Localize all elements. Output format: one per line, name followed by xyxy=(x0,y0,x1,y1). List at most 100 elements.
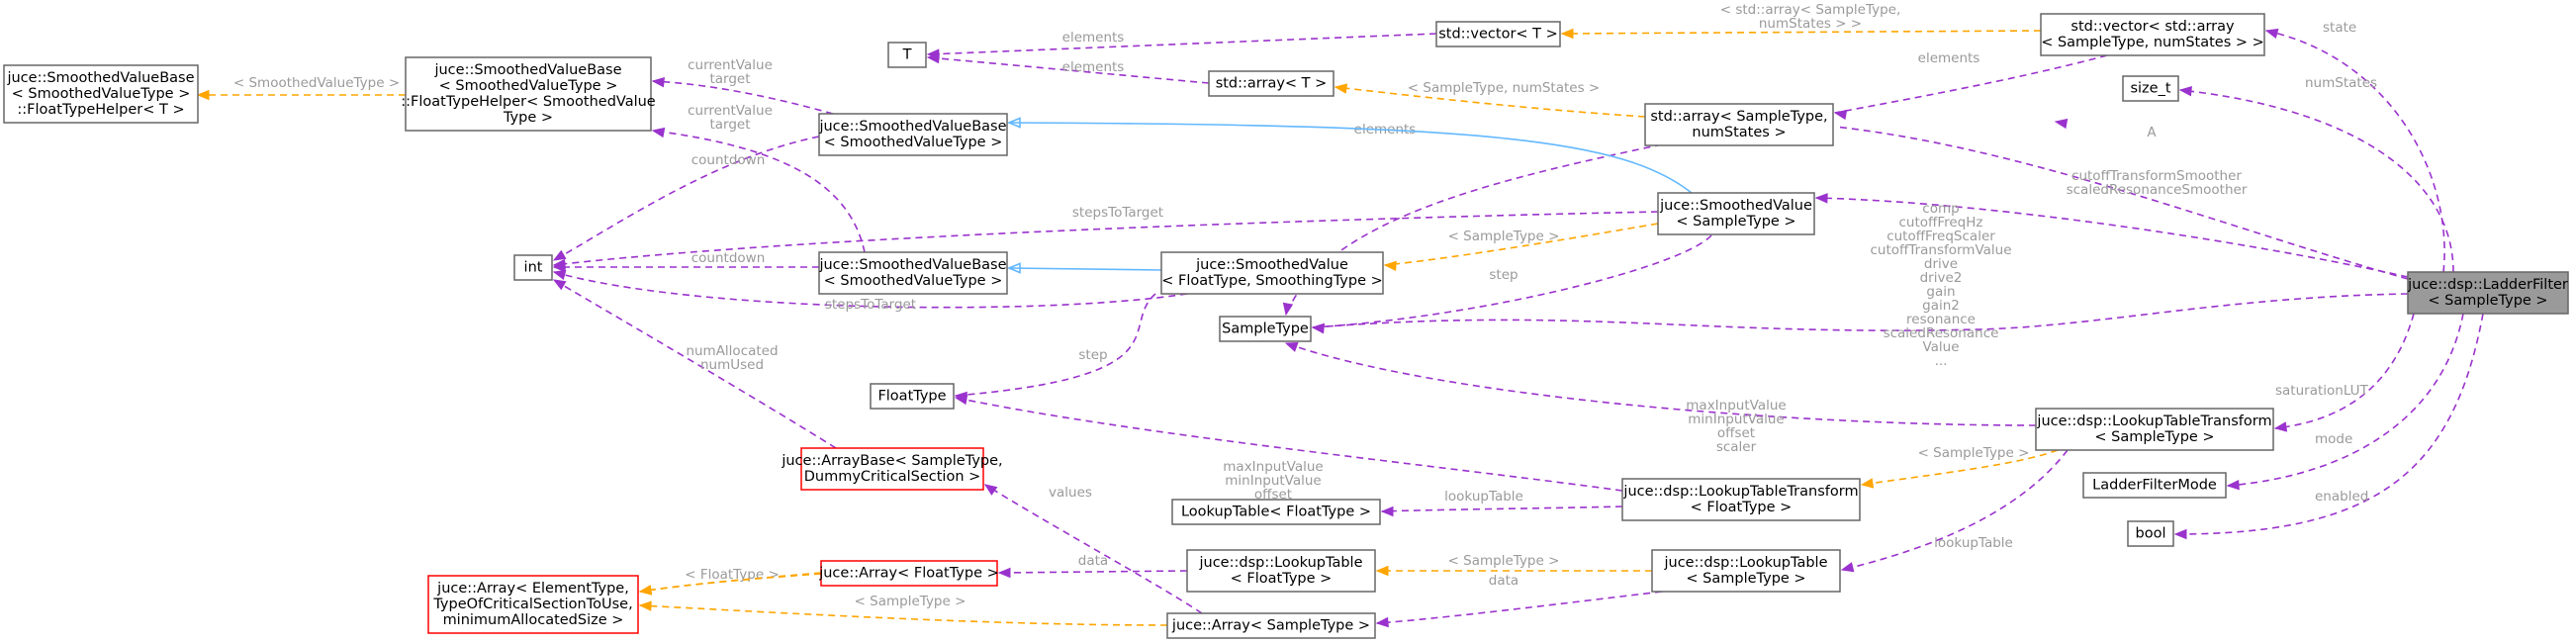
node-box xyxy=(1621,478,1861,521)
edge-label: step xyxy=(1489,267,1518,283)
class-node-laddermode[interactable]: LadderFilterMode xyxy=(2082,472,2227,499)
node-label: juce::dsp::LadderFilter< SampleType > xyxy=(2407,277,2568,309)
edge-line xyxy=(639,604,1168,626)
node-box xyxy=(820,560,998,587)
edge-e27: saturationLUT xyxy=(2273,313,2415,432)
class-node-smoothedfloattypehelper[interactable]: juce::SmoothedValueBase< SmoothedValueTy… xyxy=(3,64,199,124)
class-node-t[interactable]: T xyxy=(887,42,927,68)
edge-line xyxy=(1834,54,2108,114)
edge-e1: < SmoothedValueType > xyxy=(196,75,406,101)
class-node-dsplookupfloat[interactable]: juce::dsp::LookupTable< FloatType > xyxy=(1186,549,1376,593)
edge-label: state xyxy=(2323,20,2356,36)
node-label: std::vector< std::array< SampleType, num… xyxy=(2041,19,2264,50)
class-node-smoothedbase1[interactable]: juce::SmoothedValueBase< SmoothedValueTy… xyxy=(818,113,1008,156)
class-node-smoothedvaluesample[interactable]: juce::SmoothedValue< SampleType > xyxy=(1657,192,1815,235)
edge-e4: elements xyxy=(926,30,1437,59)
node-label: juce::Array< SampleType > xyxy=(1171,618,1370,634)
class-node-luttransformfloat[interactable]: juce::dsp::LookupTableTransform< FloatTy… xyxy=(1621,478,1861,521)
arrow-head-icon xyxy=(651,76,665,88)
class-node-arraysampletype[interactable]: juce::Array< SampleType > xyxy=(1166,612,1376,639)
class-node-arraysample[interactable]: std::array< SampleType,numStates > xyxy=(1644,103,1834,146)
arrow-head-icon xyxy=(2173,528,2187,540)
node-box xyxy=(2040,13,2265,56)
edge-line xyxy=(1008,267,1162,271)
edge-e30: lookupTable xyxy=(1380,489,1623,517)
arrow-head-icon xyxy=(983,484,998,496)
class-node-vectort[interactable]: std::vector< T > xyxy=(1435,21,1561,47)
class-node-arraybase[interactable]: juce::ArrayBase< SampleType,DummyCritica… xyxy=(781,447,1003,491)
node-label: std::array< SampleType,numStates > xyxy=(1650,109,1827,140)
node-label: juce::SmoothedValue< FloatType, Smoothin… xyxy=(1161,257,1383,289)
node-box xyxy=(1208,70,1334,97)
class-node-arrayelement[interactable]: juce::Array< ElementType,TypeOfCriticalS… xyxy=(427,575,639,634)
edge-line xyxy=(639,573,822,593)
edge-line xyxy=(2174,313,2484,535)
edge-e11: A xyxy=(1834,118,2409,280)
node-label: juce::SmoothedValueBase< SmoothedValueTy… xyxy=(818,119,1006,150)
node-label: FloatType xyxy=(877,389,946,405)
class-node-dsplookupsample[interactable]: juce::dsp::LookupTable< SampleType > xyxy=(1651,549,1841,593)
class-node-floattypehelperspec[interactable]: juce::SmoothedValueBase< SmoothedValueTy… xyxy=(401,56,656,132)
node-label: bool xyxy=(2136,526,2166,542)
class-node-arrayt[interactable]: std::array< T > xyxy=(1208,70,1334,97)
arrow-head-icon xyxy=(954,394,968,406)
class-node-luttransformsample[interactable]: juce::dsp::LookupTableTransform< SampleT… xyxy=(2035,408,2274,451)
edge-e9: state xyxy=(2264,20,2445,273)
edge-label: enabled xyxy=(2315,489,2368,505)
edge-e35: data xyxy=(997,553,1188,579)
edge-label: data xyxy=(1078,553,1108,569)
edge-line xyxy=(1834,126,2409,280)
edge-line xyxy=(1312,234,1712,328)
node-label: size_t xyxy=(2130,81,2170,97)
class-node-bool[interactable]: bool xyxy=(2127,520,2174,547)
arrow-head-icon xyxy=(1311,322,1325,334)
class-node-int[interactable]: int xyxy=(513,254,553,281)
edge-label: < SmoothedValueType > xyxy=(233,75,400,91)
edge-e5: elements xyxy=(926,52,1210,84)
edge-label: < SampleType > xyxy=(1918,445,2030,461)
class-node-smoothedbase2[interactable]: juce::SmoothedValueBase< SmoothedValueTy… xyxy=(818,251,1008,295)
node-box xyxy=(427,575,639,634)
class-node-lookuptablefloat[interactable]: LookupTable< FloatType > xyxy=(1171,499,1381,525)
arrow-head-icon xyxy=(1833,109,1848,121)
edge-line xyxy=(1008,122,1693,194)
node-box xyxy=(2035,408,2274,451)
arrow-head-icon xyxy=(1284,342,1299,352)
node-label: juce::dsp::LookupTable< SampleType > xyxy=(1663,555,1827,587)
class-node-sampletype[interactable]: SampleType xyxy=(1219,316,1312,342)
edge-label: < std::array< SampleType,numStates > > xyxy=(1720,2,1901,32)
edge-line xyxy=(2265,30,2445,273)
arrow-head-icon xyxy=(1840,562,1855,573)
node-box xyxy=(1651,549,1841,593)
node-box xyxy=(2082,472,2227,499)
class-node-arrayfloat[interactable]: juce::Array< FloatType > xyxy=(818,560,999,587)
arrow-head-icon xyxy=(1282,302,1294,317)
class-node-sizet[interactable]: size_t xyxy=(2122,75,2179,102)
edge-e28: < SampleType > xyxy=(1860,445,2059,489)
edge-label: elements xyxy=(1062,30,1125,46)
node-box xyxy=(1435,21,1561,47)
node-label: juce::dsp::LookupTable< FloatType > xyxy=(1198,555,1362,587)
edge-label: A xyxy=(2147,125,2157,140)
class-node-floattype[interactable]: FloatType xyxy=(870,383,955,410)
edge-line xyxy=(1376,591,1663,624)
class-node-smoothedvaluefloat[interactable]: juce::SmoothedValue< FloatType, Smoothin… xyxy=(1160,251,1384,295)
arrow-head-icon xyxy=(1375,565,1389,577)
node-label: juce::SmoothedValueBase< SmoothedValueTy… xyxy=(818,257,1006,289)
arrow-head-icon xyxy=(1006,262,1021,274)
class-node-vectorarray[interactable]: std::vector< std::array< SampleType, num… xyxy=(2040,13,2265,56)
node-label: std::vector< T > xyxy=(1438,27,1558,43)
class-node-ladder[interactable]: juce::dsp::LadderFilter< SampleType > xyxy=(2407,271,2569,315)
edge-label: elements xyxy=(1062,59,1125,75)
edge-label: values xyxy=(1049,485,1092,501)
edge-line xyxy=(1381,506,1623,512)
edge-line xyxy=(927,33,1437,55)
edge-line xyxy=(553,211,1659,266)
